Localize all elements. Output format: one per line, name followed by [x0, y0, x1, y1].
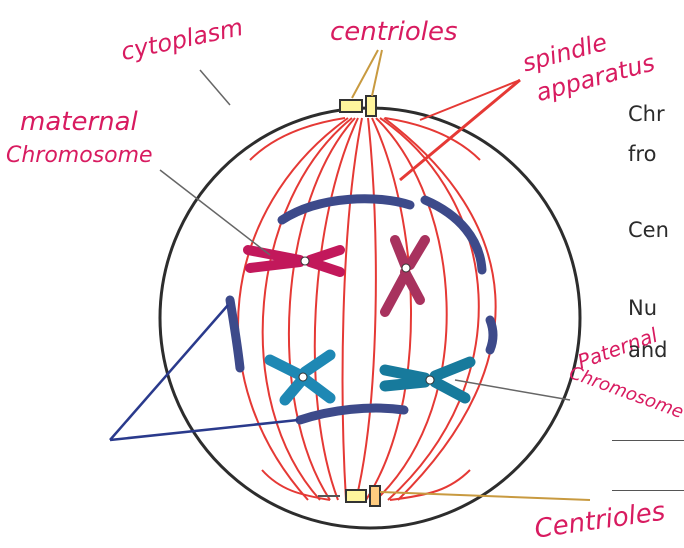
maternal-chromosome-2: [385, 240, 425, 312]
label-cytoplasm: cytoplasm: [118, 13, 245, 66]
maternal-pointer: [160, 170, 270, 255]
label-centrioles-top: centrioles: [330, 17, 458, 47]
paternal-pointer: [455, 380, 570, 400]
cytoplasm-pointer: [200, 70, 230, 105]
chromatid-pointer-2: [110, 420, 298, 440]
side-text-line5: and: [628, 338, 668, 362]
cell-membrane: [160, 108, 580, 528]
paternal-chromosome-1: [270, 355, 330, 400]
centrioles-top: [340, 96, 376, 116]
label-centrioles-bottom: Centrioles: [533, 497, 667, 545]
label-maternal-line2: Chromosome: [6, 143, 153, 168]
chromatid-pointer: [110, 305, 228, 440]
side-text-line2: fro: [628, 142, 656, 166]
spindle-pointer: [400, 80, 520, 180]
leader-lines: [110, 50, 590, 500]
answer-line-1: [612, 440, 684, 441]
spindle-fibers: [238, 118, 496, 500]
centrioles-bottom: [318, 486, 380, 506]
side-text-line1: Chr: [628, 102, 665, 126]
label-paternal-line2: Chromosome: [566, 362, 684, 423]
spindle-pointer-2: [420, 80, 520, 120]
side-text-line3: Cen: [628, 218, 669, 242]
answer-line-2: [612, 490, 684, 491]
label-maternal-line1: maternal: [20, 107, 139, 137]
side-text-line4: Nu: [628, 296, 657, 320]
